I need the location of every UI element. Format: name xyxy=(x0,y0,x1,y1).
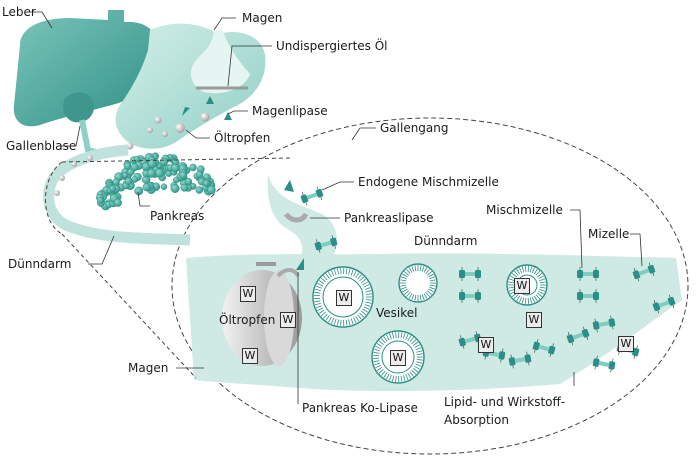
label-duenndarm-inset: Dünndarm xyxy=(414,234,478,248)
pancreas-lobule xyxy=(155,168,165,178)
vesicle xyxy=(398,263,438,303)
label-duenndarm-left: Dünndarm xyxy=(8,257,72,271)
pancreaslipase-icon xyxy=(284,212,309,223)
micelle xyxy=(577,289,599,303)
pancreas-lobule xyxy=(173,176,180,184)
pancreas-lobule xyxy=(189,163,197,172)
intestine-droplets xyxy=(54,155,93,196)
label-pankreaslipase: Pankreaslipase xyxy=(344,211,434,225)
pancreas-lobule xyxy=(202,179,210,187)
w-box: W xyxy=(280,312,296,328)
pancreas-lobule xyxy=(160,183,168,190)
label-magen-bottom: Magen xyxy=(128,361,169,375)
w-box: W xyxy=(390,350,406,366)
leader-lines xyxy=(30,11,643,404)
w-box: W xyxy=(478,337,494,353)
label-gallengang: Gallengang xyxy=(380,121,449,135)
w-box: W xyxy=(242,348,258,364)
label-mischmizelle: Mischmizelle xyxy=(486,203,563,217)
pancreas-lobule xyxy=(124,177,133,185)
pancreas-lobule xyxy=(147,159,157,169)
pancreas xyxy=(96,152,216,211)
pancreas-lobule xyxy=(195,171,204,179)
label-pankreas-ko-lipase: Pankreas Ko-Lipase xyxy=(302,401,418,415)
inset-intestine-band xyxy=(186,253,682,392)
pancreas-lobule xyxy=(207,185,216,195)
micelle xyxy=(459,289,481,303)
pancreas-lobule xyxy=(170,163,180,173)
label-absorption-line2: Absorption xyxy=(444,413,509,427)
pancreas-lobule xyxy=(113,198,122,207)
pancreas-lobule xyxy=(179,171,188,180)
stomach-oil-droplets xyxy=(126,96,232,150)
label-leber: Leber xyxy=(2,5,36,19)
label-magenlipase: Magenlipase xyxy=(252,104,328,118)
pancreas-lobule xyxy=(184,178,193,186)
label-oeltropfen-inset: Öltropfen xyxy=(219,313,276,327)
pancreas-lobule xyxy=(146,168,156,178)
pancreas-lobule xyxy=(170,183,180,193)
w-box: W xyxy=(336,290,352,306)
label-gallenblase: Gallenblase xyxy=(6,139,77,153)
w-box: W xyxy=(240,286,256,302)
bile-arrow xyxy=(284,180,294,192)
dashed-zoom-bracket xyxy=(45,161,63,235)
small-intestine-tube xyxy=(43,144,191,246)
label-undispergiertes-oel: Undispergiertes Öl xyxy=(276,39,388,53)
pancreas-lobule xyxy=(195,186,204,194)
w-box: W xyxy=(526,312,542,328)
micelle xyxy=(314,235,338,253)
w-box: W xyxy=(618,336,634,352)
micelle xyxy=(508,351,532,369)
liver xyxy=(13,10,159,127)
ko-lipase-icon xyxy=(276,258,304,278)
label-endogene-mischmizelle: Endogene Mischmizelle xyxy=(358,175,499,189)
pancreas-lobule xyxy=(109,185,117,193)
label-magen-top: Magen xyxy=(242,11,283,25)
micelle-icons xyxy=(300,186,676,373)
micelle xyxy=(459,267,481,281)
micelle xyxy=(632,262,656,282)
pancreas-lobule xyxy=(142,183,151,192)
label-pankreas: Pankreas xyxy=(150,209,205,223)
pancreas-lobule xyxy=(112,178,120,186)
label-mizelle: Mizelle xyxy=(588,227,630,241)
pancreas-lobule xyxy=(131,176,138,183)
pancreas-lobule xyxy=(159,157,168,167)
label-absorption-line1: Lipid- und Wirkstoff- xyxy=(444,395,566,409)
micelle xyxy=(592,355,616,373)
micelle xyxy=(300,186,324,206)
micelle xyxy=(532,339,556,357)
micelle xyxy=(577,267,599,281)
micelle xyxy=(592,315,616,333)
label-oeltropfen-top: Öltropfen xyxy=(214,131,271,145)
w-box: W xyxy=(514,278,530,294)
label-vesikel: Vesikel xyxy=(376,306,418,320)
pancreas-lobule xyxy=(123,162,132,170)
pancreas-lobule xyxy=(97,196,104,204)
pancreas-lobule xyxy=(180,183,189,192)
stomach xyxy=(115,23,266,149)
micelle xyxy=(566,326,590,346)
micelle xyxy=(652,294,676,314)
pancreas-lobule xyxy=(130,163,139,172)
pancreas-lobule xyxy=(134,186,144,196)
